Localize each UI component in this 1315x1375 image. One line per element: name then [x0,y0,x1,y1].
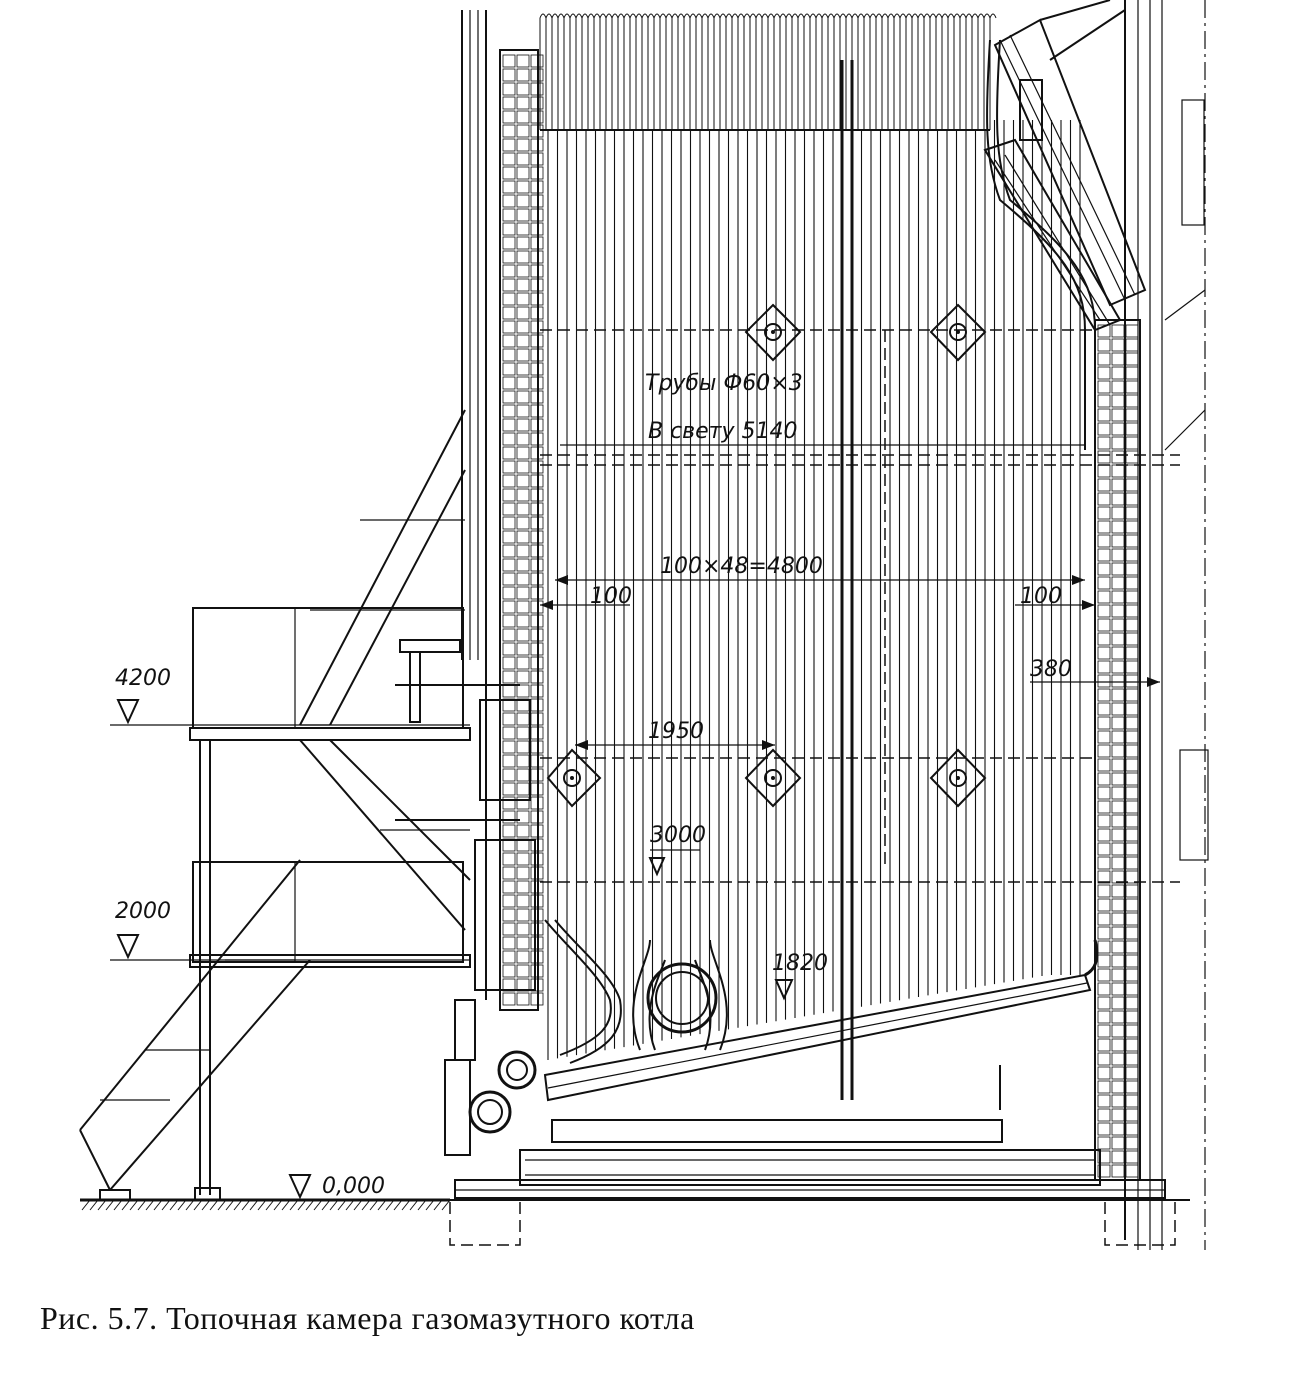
burner-upper-2 [929,303,987,362]
buckstay-belts [540,329,1180,883]
dimension-lines [110,444,1160,961]
gap-right-label: 100 [1020,584,1062,609]
screen-tubes [547,120,1081,1060]
clear-width-label: В свету 5140 [648,419,798,444]
burner-upper-1 [744,303,802,362]
boiler-furnace-drawing: Трубы Ф60×3 В свету 5140 100×48=4800 100… [79,0,1209,1250]
level-lower-label: 2000 [115,899,171,924]
ground-line [80,1198,451,1211]
top-tube-bends [539,13,997,131]
manhole-circle-icon [632,939,728,1051]
hearth-level-label: 1820 [772,951,828,976]
right-wall [1094,0,1209,1250]
burner-lower-2 [744,748,802,808]
bottom-foundation [440,1119,1190,1246]
burner-spacing-label: 1950 [648,719,704,744]
level-upper-label: 4200 [115,666,171,691]
figure-caption: Рис. 5.7. Топочная камера газомазутного … [40,1300,695,1336]
service-platforms [79,409,536,1201]
burner-lower-1 [546,748,602,808]
burner-lower-3 [929,748,987,808]
tubes-label: Трубы Ф60×3 [645,371,803,396]
roof-screen [983,0,1147,332]
burner-height-label: 3000 [650,823,706,848]
wall-thickness-label: 380 [1030,657,1072,682]
triangle-down-icon [116,699,794,1200]
sloped-hearth [543,939,1099,1110]
gap-left-label: 100 [590,584,632,609]
pitch-label: 100×48=4800 [660,554,823,579]
right-brick-lining [1097,324,1139,1178]
lower-collectors [444,39,1096,1156]
level-ground-label: 0,000 [322,1174,385,1199]
